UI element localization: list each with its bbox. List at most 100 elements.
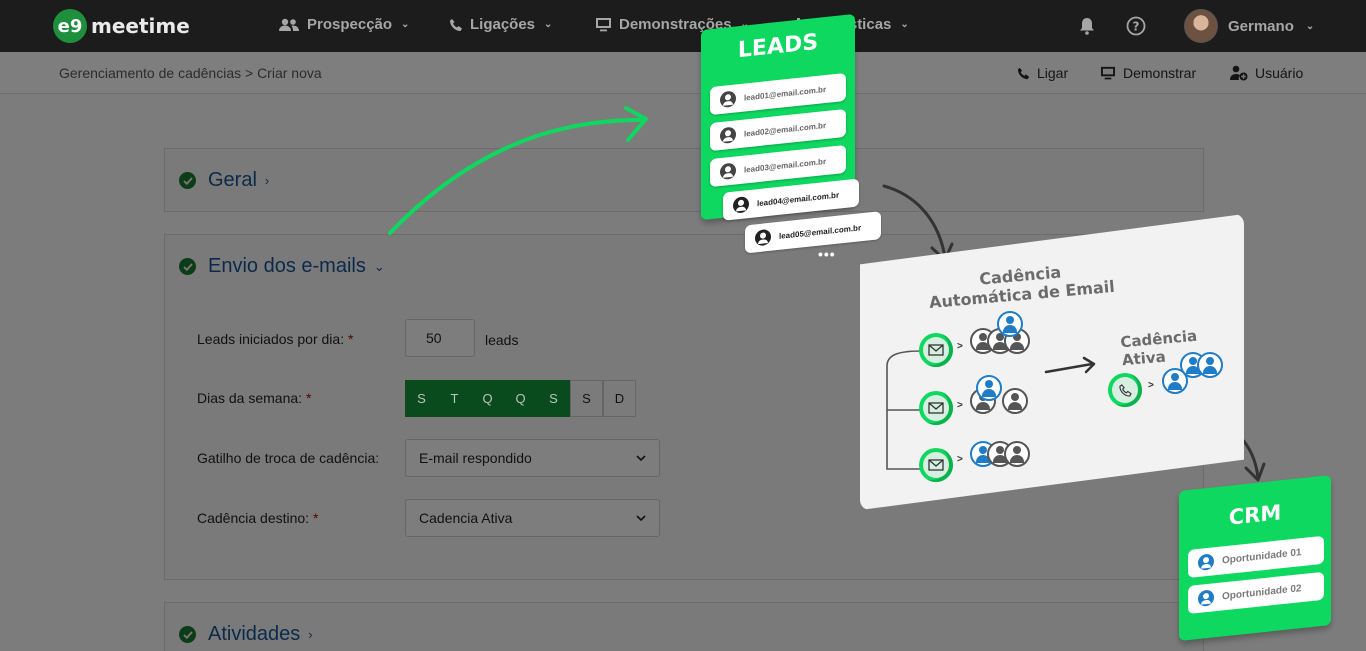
check-circle-icon — [179, 258, 196, 275]
required-mark: * — [312, 510, 319, 526]
email-step — [919, 391, 953, 425]
panel-emails-header[interactable]: Envio dos e-mails ⌄ — [179, 255, 385, 278]
people-group — [970, 441, 1030, 467]
top-navbar: e9 meetime Prospecção ⌄ Ligações ⌄ Demon… — [0, 0, 1366, 52]
user-menu[interactable]: Germano ⌄ — [1184, 9, 1314, 43]
user-icon — [1002, 388, 1028, 414]
bell-icon[interactable] — [1078, 17, 1096, 35]
phone-icon — [450, 18, 462, 31]
opportunity-label: Oportunidade 01 — [1222, 546, 1302, 566]
label-text: Cadência destino: — [197, 510, 310, 526]
mail-icon — [928, 402, 944, 414]
weekday-toggle[interactable]: S — [570, 380, 603, 417]
call-step — [1108, 373, 1142, 407]
target-cadence-value: Cadencia Ativa — [419, 510, 513, 526]
lead-email: lead02@email.com.br — [744, 120, 827, 139]
email-step — [919, 333, 953, 367]
panel-title: Envio dos e-mails — [208, 255, 366, 277]
phone-icon — [1017, 67, 1030, 79]
panel-general-header[interactable]: Geral › — [179, 169, 269, 192]
cadence-connectors — [886, 350, 1096, 470]
leads-per-day-label: Leads iniciados por dia: * — [197, 331, 353, 347]
nav-prospeccao[interactable]: Prospecção ⌄ — [278, 16, 409, 33]
weekday-toggle[interactable]: Q — [504, 380, 537, 417]
weekday-toggle[interactable]: S — [405, 380, 438, 417]
add-user-icon — [1230, 65, 1248, 81]
chevron-right-icon: › — [308, 627, 313, 642]
required-mark: * — [305, 390, 312, 406]
lead-item: lead01@email.com.br — [710, 72, 846, 116]
weekday-toggle[interactable]: S — [537, 380, 570, 417]
call-button[interactable]: Ligar — [1017, 65, 1068, 81]
user-label: Usuário — [1255, 65, 1304, 81]
call-label: Ligar — [1037, 65, 1069, 81]
lead-item: lead04@email.com.br — [723, 178, 859, 221]
leads-title: LEADS — [737, 29, 819, 64]
target-cadence-select[interactable]: Cadencia Ativa — [405, 499, 660, 537]
chevron-down-icon — [636, 455, 646, 462]
user-button[interactable]: Usuário — [1230, 65, 1303, 81]
email-step — [919, 448, 953, 482]
logo-mark: e9 — [53, 9, 87, 43]
lead-email: lead05@email.com.br — [779, 222, 862, 241]
chevron-down-icon: ⌄ — [373, 258, 385, 274]
sub-header: Gerenciamento de cadências > Criar nova … — [0, 52, 1366, 94]
chevron-down-icon: ⌄ — [900, 19, 909, 30]
chevron-down-icon: ⌄ — [401, 19, 410, 30]
label-text: Leads iniciados por dia: — [197, 331, 345, 347]
weekday-toggle[interactable]: T — [438, 380, 471, 417]
trigger-label: Gatilho de troca de cadência: — [197, 450, 380, 466]
user-name: Germano — [1228, 17, 1294, 35]
panel-title: Geral — [208, 169, 257, 191]
phone-icon — [1118, 383, 1132, 397]
step-arrow: > — [1148, 380, 1154, 391]
opportunity-item: Oportunidade 01 — [1188, 535, 1324, 579]
trigger-select[interactable]: E-mail respondido — [405, 439, 660, 477]
leads-unit: leads — [485, 332, 519, 348]
mail-icon — [928, 344, 944, 356]
user-icon — [720, 126, 736, 145]
leads-per-day-input[interactable]: 50 — [405, 319, 475, 357]
demo-button[interactable]: Demonstrar — [1100, 65, 1196, 81]
nav-label: Ligações — [470, 16, 536, 33]
check-circle-icon — [179, 172, 196, 189]
crm-title: CRM — [1228, 500, 1282, 530]
nav-label: Prospecção — [307, 16, 393, 33]
label-text: Dias da semana: — [197, 390, 303, 406]
user-icon — [755, 228, 771, 247]
panel-title: Atividades — [208, 623, 301, 645]
avatar — [1184, 9, 1218, 43]
svg-text:?: ? — [1133, 20, 1140, 34]
breadcrumb[interactable]: Gerenciamento de cadências > Criar nova — [59, 65, 322, 81]
logo[interactable]: e9 meetime — [53, 9, 190, 43]
weekday-toggle[interactable]: Q — [471, 380, 504, 417]
user-icon — [976, 375, 1002, 401]
lead-email: lead01@email.com.br — [744, 84, 827, 103]
lead-item: lead02@email.com.br — [710, 108, 846, 152]
leads-card: LEADS lead01@email.com.br lead02@email.c… — [701, 13, 881, 254]
nav-ligacoes[interactable]: Ligações ⌄ — [449, 16, 552, 33]
logo-text: meetime — [91, 14, 190, 38]
chevron-right-icon: › — [264, 173, 270, 188]
crm-card: CRM Oportunidade 01 Oportunidade 02 — [1179, 475, 1331, 641]
lead-item: lead03@email.com.br — [710, 144, 846, 188]
chevron-down-icon: ⌄ — [544, 19, 553, 30]
chevron-down-icon: ⌄ — [1305, 20, 1315, 32]
weekday-toggle[interactable]: D — [603, 380, 636, 417]
weekdays-label: Dias da semana: * — [197, 390, 311, 406]
help-icon[interactable]: ? — [1126, 16, 1146, 36]
users-icon — [279, 18, 299, 31]
opportunity-item: Oportunidade 02 — [1188, 571, 1324, 615]
check-circle-icon — [179, 626, 196, 643]
user-icon — [1198, 553, 1214, 571]
user-icon — [1197, 352, 1223, 378]
mail-icon — [928, 459, 944, 471]
user-icon — [1198, 589, 1214, 607]
step-arrow: > — [957, 454, 963, 465]
target-cadence-label: Cadência destino: * — [197, 510, 318, 526]
opportunity-label: Oportunidade 02 — [1222, 582, 1302, 602]
weekday-toggle-group: S T Q Q S S D — [405, 380, 636, 417]
step-arrow: > — [957, 341, 963, 352]
panel-activities-header[interactable]: Atividades › — [179, 623, 313, 646]
required-mark: * — [348, 331, 354, 347]
